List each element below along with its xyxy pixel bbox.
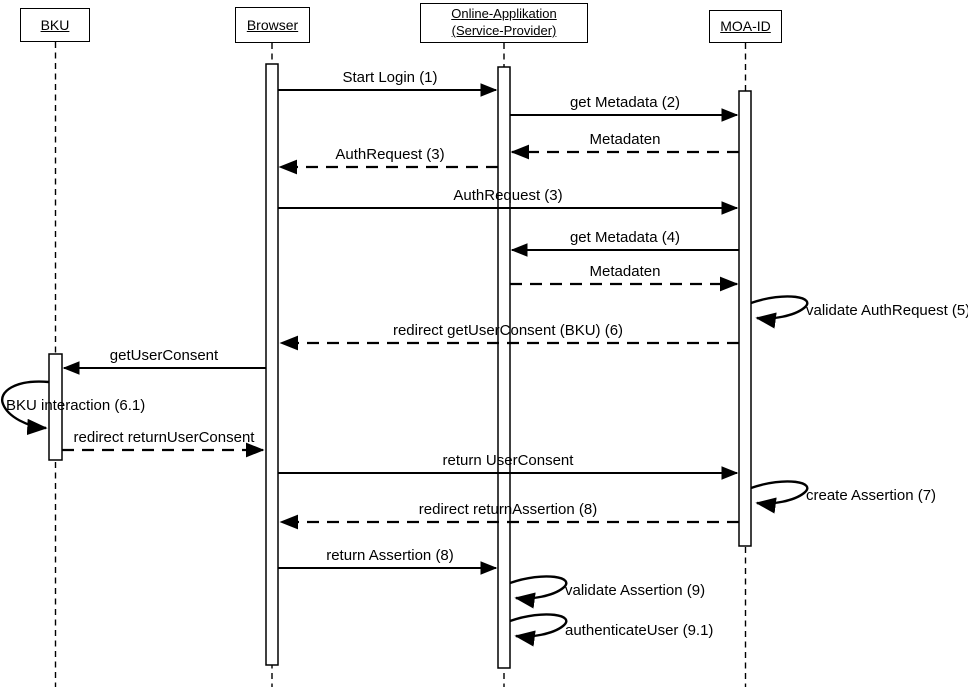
activation-bar-online-app	[497, 66, 511, 669]
label-start-login: Start Login (1)	[342, 69, 438, 86]
loop-validate-assertion	[509, 575, 568, 609]
label-redirect-returnuserconsent: redirect returnUserConsent	[73, 429, 255, 446]
actor-bku-label: BKU	[40, 16, 70, 33]
label-return-assertion: return Assertion (8)	[326, 547, 454, 564]
label-authrequest-moa-id: AuthRequest (3)	[453, 187, 563, 204]
label-bku-interaction: BKU interaction (6.1)	[6, 397, 146, 414]
activation-bar-browser	[265, 63, 279, 666]
loop-authenticateuser	[509, 613, 568, 647]
activation-bar-moa-id	[738, 90, 752, 547]
actor-online-app: Online-Applikation (Service-Provider)	[420, 3, 588, 43]
actor-browser-label: Browser	[246, 16, 299, 33]
actor-bku: BKU	[20, 8, 90, 42]
label-getuserconsent: getUserConsent	[109, 347, 219, 364]
label-return-userconsent: return UserConsent	[442, 452, 574, 469]
label-create-assertion: create Assertion (7)	[806, 487, 937, 504]
actor-browser: Browser	[235, 7, 310, 43]
actor-moa-id-label: MOA-ID	[720, 18, 771, 35]
label-get-metadata-4: get Metadata (4)	[569, 229, 681, 246]
label-authrequest-browser: AuthRequest (3)	[335, 146, 445, 163]
label-validate-assertion: validate Assertion (9)	[565, 582, 706, 599]
actor-online-app-label: Online-Applikation (Service-Provider)	[451, 6, 557, 38]
label-redirect-returnassertion: redirect returnAssertion (8)	[418, 501, 598, 518]
label-redirect-getuserconsent: redirect getUserConsent (BKU) (6)	[392, 322, 624, 339]
loop-create-assertion	[750, 480, 809, 514]
activation-bar-bku	[48, 353, 63, 461]
label-authenticateuser: authenticateUser (9.1)	[565, 622, 714, 639]
label-metadaten-2: Metadaten	[589, 131, 661, 148]
loop-validate-authrequest	[750, 295, 809, 329]
label-validate-authrequest: validate AuthRequest (5)	[806, 302, 968, 319]
actor-moa-id: MOA-ID	[709, 10, 782, 43]
label-get-metadata-2: get Metadata (2)	[569, 94, 681, 111]
label-metadaten-4: Metadaten	[589, 263, 661, 280]
loop-bku-interaction	[0, 380, 50, 436]
